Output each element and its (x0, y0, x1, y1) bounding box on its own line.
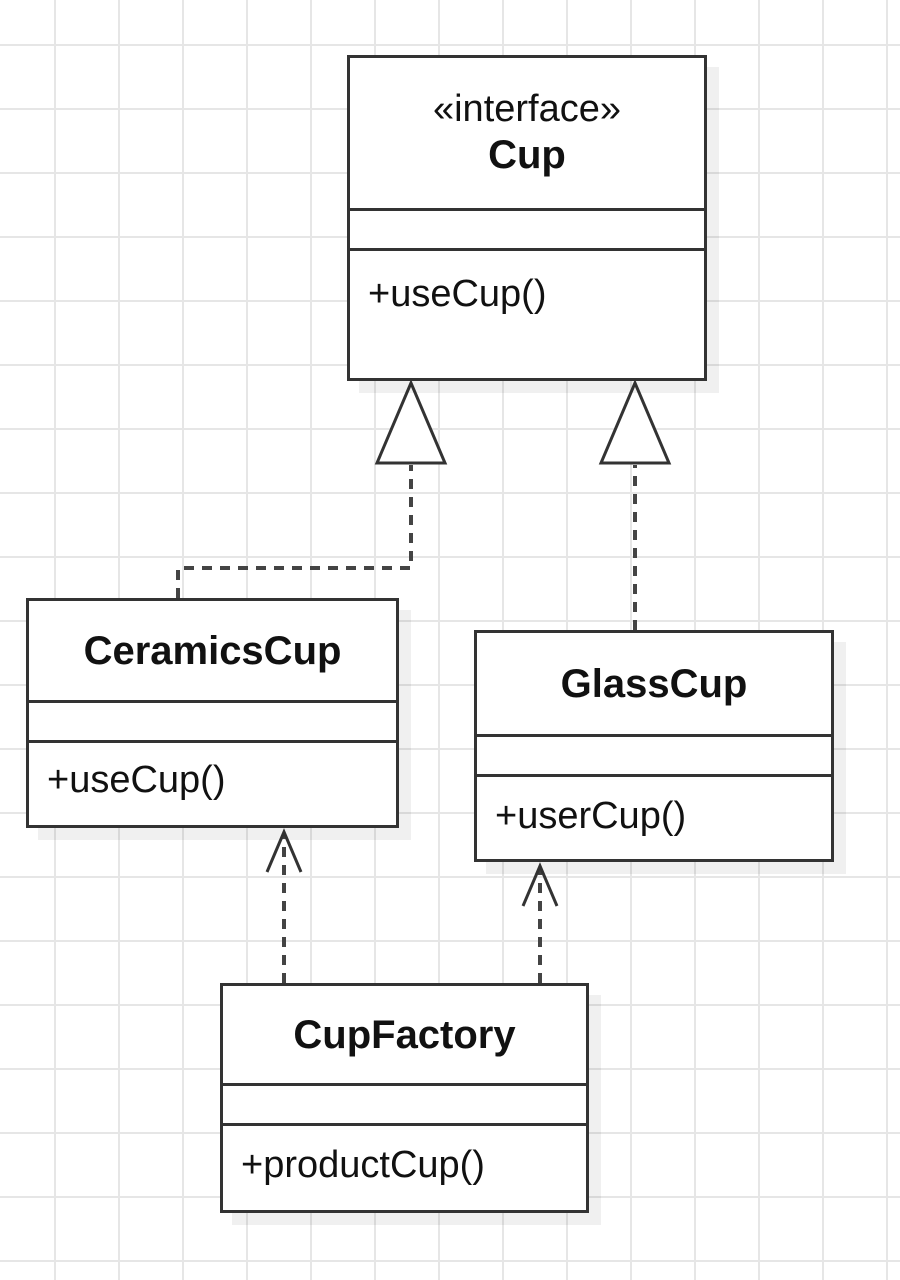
operation: +userCup() (495, 795, 687, 837)
attributes-section (350, 211, 704, 251)
class-name: CupFactory (293, 1012, 516, 1057)
operations-section: +productCup() (223, 1126, 586, 1187)
operation: +useCup() (368, 273, 547, 315)
stereotype-label: «interface» (432, 88, 621, 130)
class-name-section: GlassCup (477, 633, 831, 737)
realization-arrowhead-ceramics (374, 379, 448, 465)
operations-section: +useCup() (350, 251, 704, 316)
class-name: CeramicsCup (83, 628, 342, 673)
class-name-section: CupFactory (223, 986, 586, 1086)
dependency-arrowhead-ceramics (265, 828, 303, 873)
realization-arrowhead-glass (598, 379, 672, 465)
attributes-section (477, 737, 831, 777)
class-name-section: «interface» Cup (350, 58, 704, 211)
class-name: Cup (488, 133, 566, 177)
realization-line-ceramics-to-cup (176, 465, 413, 598)
class-box-ceramics-cup[interactable]: CeramicsCup +useCup() (26, 598, 399, 828)
class-name-section: CeramicsCup (29, 601, 396, 703)
operation: +productCup() (241, 1144, 485, 1186)
dependency-arrowhead-glass (521, 862, 559, 907)
class-name: GlassCup (560, 661, 748, 706)
operations-section: +useCup() (29, 743, 396, 802)
operation: +useCup() (47, 759, 226, 801)
attributes-section (223, 1086, 586, 1126)
operations-section: +userCup() (477, 777, 831, 838)
class-box-cup[interactable]: «interface» Cup +useCup() (347, 55, 707, 381)
class-box-glass-cup[interactable]: GlassCup +userCup() (474, 630, 834, 862)
class-box-cup-factory[interactable]: CupFactory +productCup() (220, 983, 589, 1213)
attributes-section (29, 703, 396, 743)
